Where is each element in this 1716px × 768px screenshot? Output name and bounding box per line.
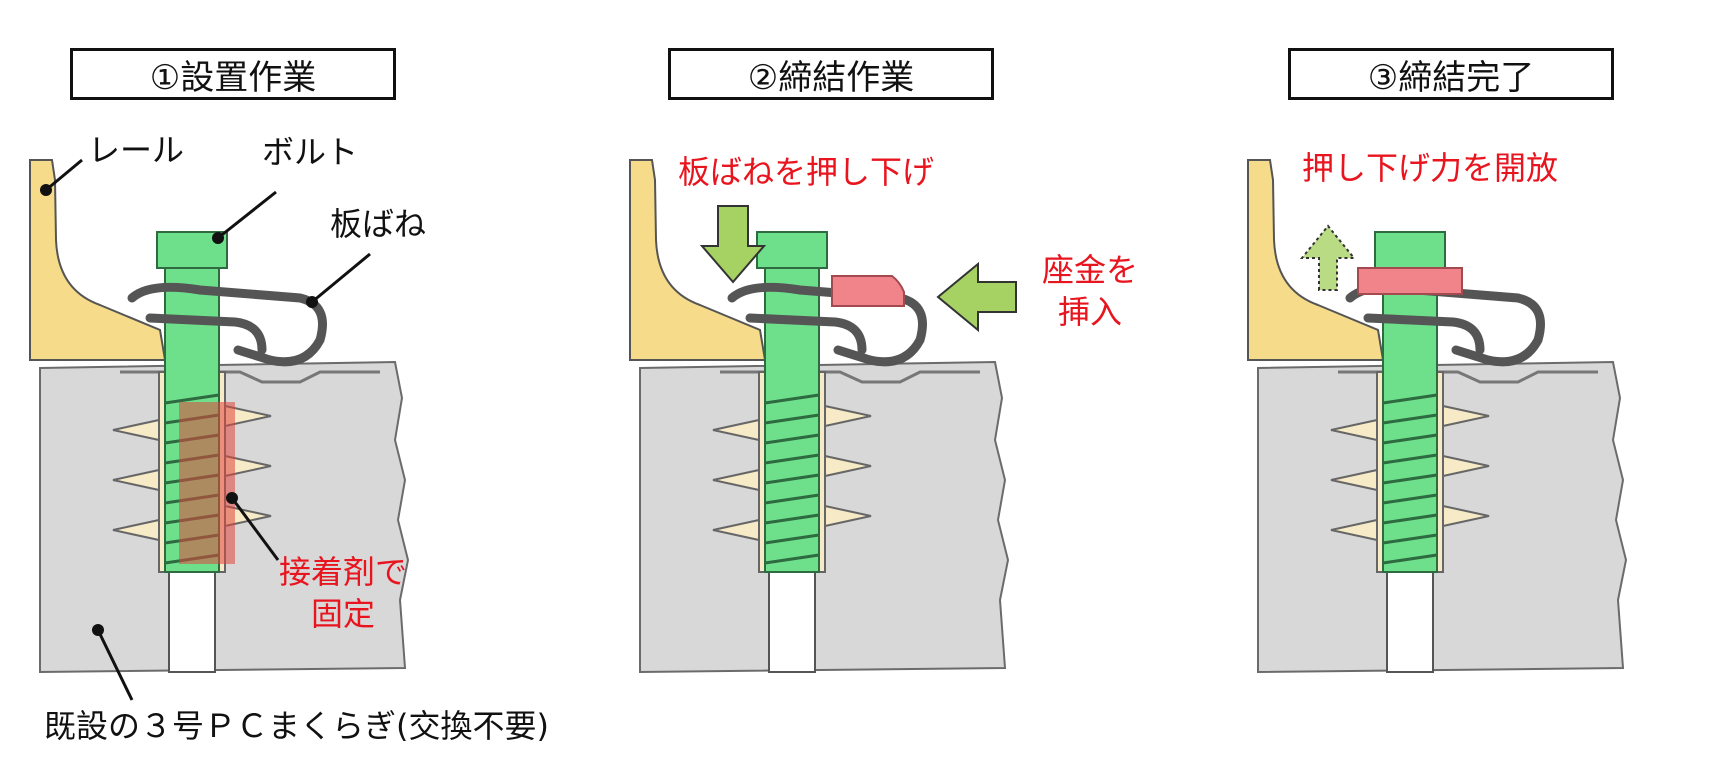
thread-3-7: [1382, 533, 1438, 545]
bolt-leader-dot: [212, 232, 224, 244]
thread-2-2: [764, 433, 820, 445]
thread-3-4: [1382, 473, 1438, 485]
panel-1: [29, 158, 410, 701]
anchor-fin-left-3-0: [1330, 418, 1378, 442]
anchor-fin-right-2-1: [824, 454, 872, 478]
adhesive-area: [179, 402, 235, 564]
anchor-fin-left-3-2: [1330, 518, 1378, 542]
step-3-title: ③締結完了: [1288, 48, 1614, 100]
rail-leader-dot: [40, 184, 52, 196]
anchor-fin-left-2-1: [712, 468, 760, 492]
insert-arrow: [936, 261, 1017, 333]
anchor-fin-left-1-0: [112, 418, 160, 442]
anchor-fin-left-1-2: [112, 518, 160, 542]
bolt-hole-1: [168, 571, 216, 673]
leaf-spring-lower-1: [145, 313, 267, 355]
thread-2-0: [764, 393, 820, 405]
sleeper-leader-dot: [92, 624, 104, 636]
panel-2: [629, 159, 1017, 674]
spring-leader-dot: [306, 296, 318, 308]
bolt-label: ボルト: [262, 133, 359, 171]
thread-2-1: [764, 413, 820, 425]
bolt-leader: [217, 190, 277, 240]
anchor-fin-right-2-2: [824, 504, 872, 528]
spring-leader: [311, 252, 371, 304]
thread-2-4: [764, 473, 820, 485]
anchor-fin-left-2-2: [712, 518, 760, 542]
bolt-hole-2: [768, 571, 816, 673]
thread-3-8: [1382, 553, 1438, 565]
bolt-hole-3: [1386, 571, 1434, 673]
adhesive-label-line1: 接着剤で: [278, 553, 407, 591]
thread-3-5: [1382, 493, 1438, 505]
sleeper-label: 既設の３号ＰＣまくらぎ(交換不要): [44, 707, 549, 745]
adhesive-label-line2: 固定: [310, 595, 375, 633]
washer-label-line2: 挿入: [1057, 293, 1122, 331]
washer-installed: [1357, 267, 1463, 295]
thread-3-2: [1382, 433, 1438, 445]
thread-1-0: [164, 393, 220, 405]
thread-3-0: [1382, 393, 1438, 405]
anchor-fin-right-3-1: [1442, 454, 1490, 478]
thread-3-3: [1382, 453, 1438, 465]
release-arrow: [1299, 224, 1357, 291]
step-1-title: ①設置作業: [70, 48, 396, 100]
leaf-spring-lower-3: [1363, 313, 1485, 355]
anchor-fin-right-2-0: [824, 404, 872, 428]
leaf-spring-label: 板ばね: [330, 205, 427, 243]
rail-leader: [45, 158, 83, 192]
release-label: 押し下げ力を開放: [1302, 149, 1559, 187]
thread-2-8: [764, 553, 820, 565]
anchor-fin-left-1-1: [112, 468, 160, 492]
washer-label-line1: 座金を: [1041, 251, 1138, 289]
anchor-fin-right-3-0: [1442, 404, 1490, 428]
push-down-label: 板ばねを押し下げ: [678, 153, 935, 191]
step-2-title: ②締結作業: [668, 48, 994, 100]
thread-2-6: [764, 513, 820, 525]
thread-3-6: [1382, 513, 1438, 525]
thread-2-3: [764, 453, 820, 465]
adhesive-leader: [230, 497, 280, 561]
push-down-arrow: [699, 205, 767, 284]
bolt-head-3: [1374, 231, 1446, 269]
washer: [831, 275, 905, 307]
sleeper-leader: [96, 629, 134, 701]
thread-2-7: [764, 533, 820, 545]
adhesive-leader-dot: [226, 492, 238, 504]
anchor-fin-left-2-0: [712, 418, 760, 442]
leaf-spring-2: [727, 282, 927, 367]
leaf-spring-1: [127, 282, 327, 367]
anchor-fin-right-3-2: [1442, 504, 1490, 528]
rail-label: レール: [88, 131, 185, 169]
leaf-spring-lower-2: [745, 313, 867, 355]
rail-3: [1247, 159, 1385, 361]
rail-2: [629, 159, 767, 361]
anchor-fin-left-3-1: [1330, 468, 1378, 492]
panel-3: [1247, 159, 1628, 674]
thread-2-5: [764, 493, 820, 505]
thread-3-1: [1382, 413, 1438, 425]
bolt-head-2: [756, 231, 828, 269]
rail-1: [29, 159, 167, 361]
